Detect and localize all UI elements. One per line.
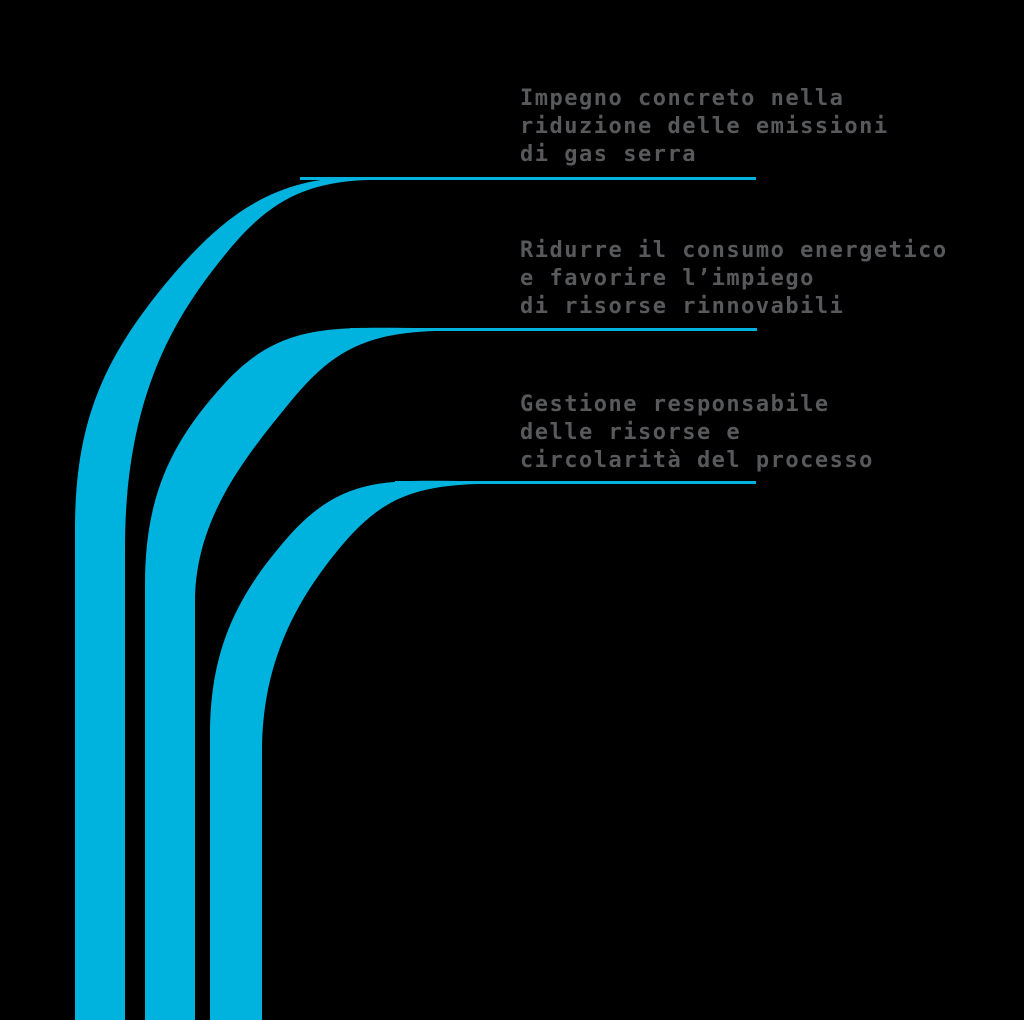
leader-line-1 xyxy=(300,177,756,180)
goal-label-energy: Ridurre il consumo energetico e favorire… xyxy=(520,238,948,319)
stripe-1 xyxy=(75,177,368,1020)
goal-label-resources: Gestione responsabile delle risorse e ci… xyxy=(520,392,874,473)
stripe-2 xyxy=(145,327,436,1020)
stripe-3 xyxy=(210,480,478,1020)
leader-line-2 xyxy=(350,328,757,331)
leader-line-3 xyxy=(395,481,756,484)
goal-label-emissions: Impegno concreto nella riduzione delle e… xyxy=(520,86,889,167)
